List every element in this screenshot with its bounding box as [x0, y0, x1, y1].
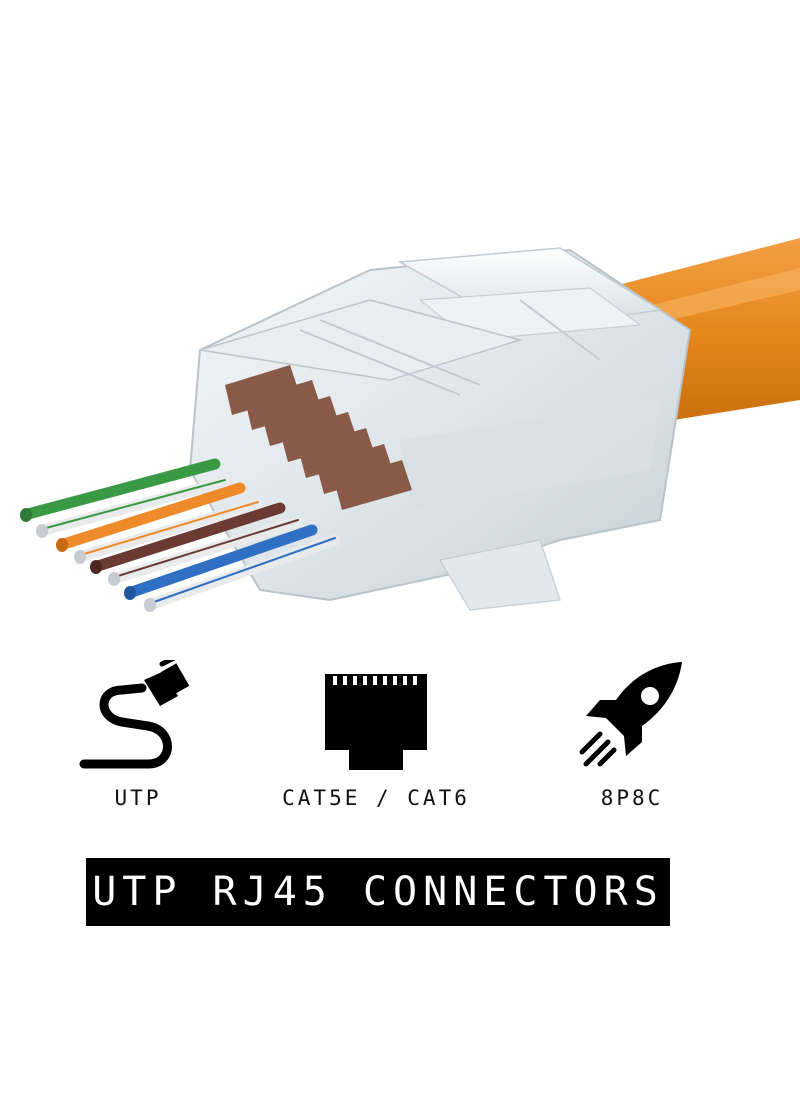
rj45-port-icon [325, 674, 427, 770]
feature-label-cat5e-cat6: CAT5E / CAT6 [282, 786, 470, 810]
feature-8p8c: 8P8C [522, 660, 742, 830]
feature-label-8p8c: 8P8C [600, 786, 664, 810]
feature-label-utp: UTP [114, 786, 162, 810]
feature-cat5e-cat6: CAT5E / CAT6 [266, 660, 486, 830]
features-row: UTP CAT5E / CAT6 [0, 660, 800, 830]
rj45-connector-illustration [20, 238, 800, 612]
connector-body [188, 247, 692, 611]
rocket-icon [579, 662, 682, 767]
wire-ends [20, 508, 156, 612]
contact-blades [225, 365, 412, 510]
title-banner: UTP RJ45 CONNECTORS [86, 858, 670, 926]
ethernet-cable-icon [79, 660, 190, 769]
feature-utp: UTP [28, 660, 248, 830]
wire-bundle [22, 458, 341, 610]
banner-title: UTP RJ45 CONNECTORS [92, 869, 664, 915]
